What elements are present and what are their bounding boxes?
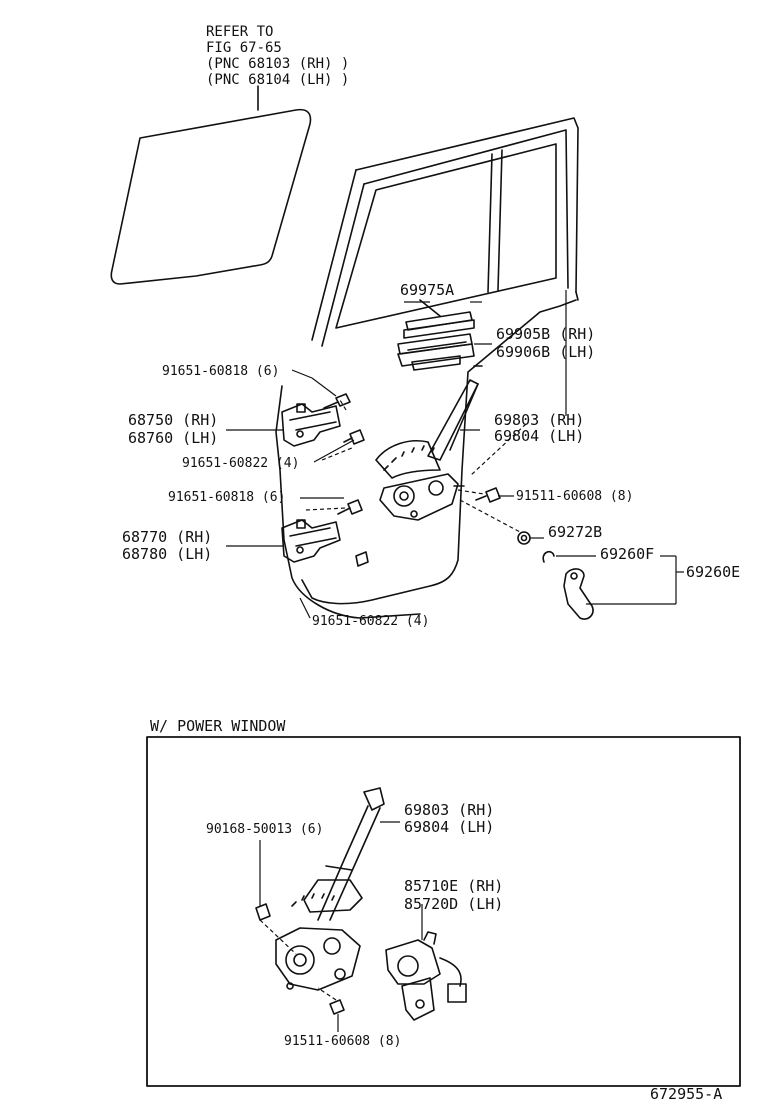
run-channel: [403, 299, 475, 339]
leader-lines: [226, 290, 684, 1032]
power-regulator: [275, 787, 385, 991]
pw-part-85720d: 85720D (LH): [404, 895, 504, 913]
part-69260f: 69260F: [600, 545, 655, 563]
power-window-title: W/ POWER WINDOW: [150, 717, 286, 735]
door-glass: [110, 85, 312, 285]
clip-69260f: [542, 550, 555, 563]
part-68770: 68770 (RH): [122, 528, 213, 546]
part-69975a: 69975A: [400, 281, 455, 299]
washer-69272b: [517, 531, 531, 545]
part-69260e: 69260E: [686, 563, 741, 581]
regulator-bolt: [475, 487, 501, 503]
power-window-motor: [385, 931, 467, 1021]
part-69906b: 69906B (LH): [496, 343, 596, 361]
door-frame: [311, 117, 579, 347]
part-68760: 68760 (LH): [128, 429, 219, 447]
power-bolt-upper: [255, 903, 271, 921]
pw-part-69803: 69803 (RH): [404, 801, 495, 819]
refer-line-2: FIG 67-65: [206, 40, 282, 56]
dashed-leaders: [259, 399, 527, 1001]
upper-hinge: [281, 403, 341, 447]
hinge-bolt-upper: [323, 393, 365, 445]
window-handle: [563, 568, 594, 620]
part-91651-60818-lower: 91651-60818 (6): [168, 490, 286, 505]
hinge-bolt-lower: [337, 499, 369, 567]
lower-hinge: [281, 519, 341, 563]
refer-line-1: REFER TO: [206, 24, 274, 40]
part-68780: 68780 (LH): [122, 545, 213, 563]
manual-regulator: [375, 379, 479, 521]
part-69272b: 69272B: [548, 523, 603, 541]
pw-part-69804: 69804 (LH): [404, 818, 495, 836]
pw-part-90168-50013: 90168-50013 (6): [206, 822, 324, 837]
part-69905b: 69905B (RH): [496, 325, 596, 343]
refer-line-4: (PNC 68104 (LH) ): [206, 72, 350, 88]
part-91651-60818-upper: 91651-60818 (6): [162, 364, 280, 379]
part-91651-60822-lower: 91651-60822 (4): [312, 614, 430, 629]
weatherstrip: [397, 333, 475, 371]
figure-id: 672955-A: [650, 1085, 723, 1103]
part-69803: 69803 (RH): [494, 411, 585, 429]
pw-part-91511-60608: 91511-60608 (8): [284, 1034, 402, 1049]
refer-line-3: (PNC 68103 (RH) ): [206, 56, 350, 72]
part-69804: 69804 (LH): [494, 427, 585, 445]
part-91511-60608: 91511-60608 (8): [516, 489, 634, 504]
part-91651-60822-upper: 91651-60822 (4): [182, 456, 300, 471]
part-68750: 68750 (RH): [128, 411, 219, 429]
pw-part-85710e: 85710E (RH): [404, 877, 504, 895]
power-bolt-lower: [329, 999, 345, 1015]
door-panel: [275, 299, 577, 619]
power-window-box: [146, 736, 741, 1087]
